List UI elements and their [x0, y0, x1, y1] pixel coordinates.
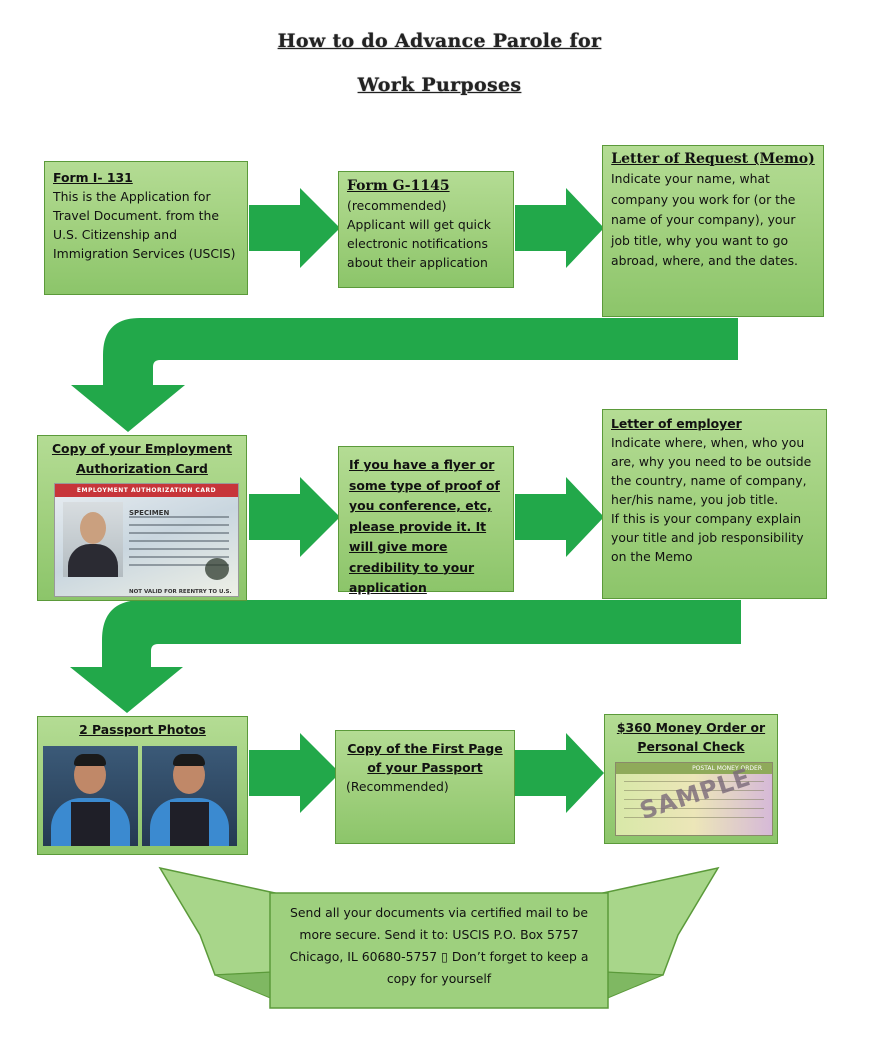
step-letter-of-employer-text2: If this is your company explain your tit… — [611, 511, 804, 564]
footer-instructions: Send all your documents via certified ma… — [289, 905, 589, 986]
step-passport-photos: 2 Passport Photos — [37, 716, 248, 855]
ead-card-footer: NOT VALID FOR REENTRY TO U.S. — [129, 589, 232, 595]
arrow-passport-to-money — [515, 733, 604, 813]
step-money-order: $360 Money Order or Personal Check POSTA… — [604, 714, 778, 844]
step-letter-of-request: Letter of Request (Memo) Indicate your n… — [602, 145, 824, 317]
money-order-header: POSTAL MONEY ORDER — [616, 763, 772, 774]
arrow-g1145-to-memo — [515, 188, 604, 268]
step-letter-of-employer-heading: Letter of employer — [611, 416, 742, 431]
step-flyer-proof: If you have a flyer or some type of proo… — [338, 446, 514, 595]
step-form-i131-text: This is the Application for Travel Docum… — [53, 189, 236, 261]
photo1-vest — [71, 802, 110, 846]
arrow-flyer-to-employer — [515, 477, 604, 557]
step-letter-of-employer-text1: Indicate where, when, who you are, why y… — [611, 435, 812, 507]
portrait-head — [80, 512, 106, 544]
curved-arrow-row2-to-row3 — [70, 600, 741, 713]
arrow-ead-to-flyer — [249, 477, 340, 557]
ead-card-portrait — [63, 502, 123, 577]
passport-photo-2 — [142, 746, 237, 846]
money-order-image: POSTAL MONEY ORDER SAMPLE — [615, 762, 773, 836]
step-passport-first-page-heading: Copy of the First Page of your Passport — [347, 741, 503, 775]
step-form-g1145-sub: (recommended) — [347, 198, 447, 213]
step-form-g1145-text: Applicant will get quick electronic noti… — [347, 217, 491, 270]
step-form-g1145-heading: Form G-1145 — [347, 178, 450, 194]
step-passport-first-page-sub: (Recommended) — [346, 779, 449, 794]
money-order-lines — [624, 781, 764, 825]
step-form-i131: Form I- 131 This is the Application for … — [44, 161, 248, 295]
step-flyer-proof-text: If you have a flyer or some type of proo… — [349, 457, 500, 595]
ead-card-seal — [205, 558, 229, 580]
step-passport-photos-heading: 2 Passport Photos — [79, 722, 206, 737]
step-money-order-heading: $360 Money Order or Personal Check — [616, 720, 766, 754]
photo2-vest — [170, 802, 209, 846]
step-letter-of-employer: Letter of employer Indicate where, when,… — [602, 409, 827, 599]
step-letter-of-request-text: Indicate your name, what company you wor… — [611, 171, 798, 268]
photo2-hair — [173, 754, 205, 766]
ead-card-header-band: EMPLOYMENT AUTHORIZATION CARD — [55, 484, 238, 497]
ead-card-image: EMPLOYMENT AUTHORIZATION CARD SPECIMEN N… — [54, 483, 239, 597]
step-form-g1145: Form G-1145 (recommended) Applicant will… — [338, 171, 514, 288]
passport-photo-1 — [43, 746, 138, 846]
ead-card-specimen: SPECIMEN — [129, 509, 170, 517]
curved-arrow-row1-to-row2 — [71, 318, 738, 432]
photo1-hair — [74, 754, 106, 766]
arrow-photos-to-passport — [249, 733, 340, 813]
step-form-i131-heading: Form I- 131 — [53, 170, 133, 185]
step-letter-of-request-heading: Letter of Request (Memo) — [611, 151, 815, 167]
step-passport-first-page: Copy of the First Page of your Passport … — [335, 730, 515, 844]
page-title-line2: Work Purposes — [357, 74, 522, 96]
page-title-line1: How to do Advance Parole for — [277, 30, 602, 52]
step-ead-card: Copy of your Employment Authorization Ca… — [37, 435, 247, 601]
arrow-i131-to-g1145 — [249, 188, 340, 268]
portrait-body — [68, 544, 118, 577]
step-ead-card-heading: Copy of your Employment Authorization Ca… — [51, 441, 233, 476]
footer-ribbon — [158, 866, 720, 1009]
